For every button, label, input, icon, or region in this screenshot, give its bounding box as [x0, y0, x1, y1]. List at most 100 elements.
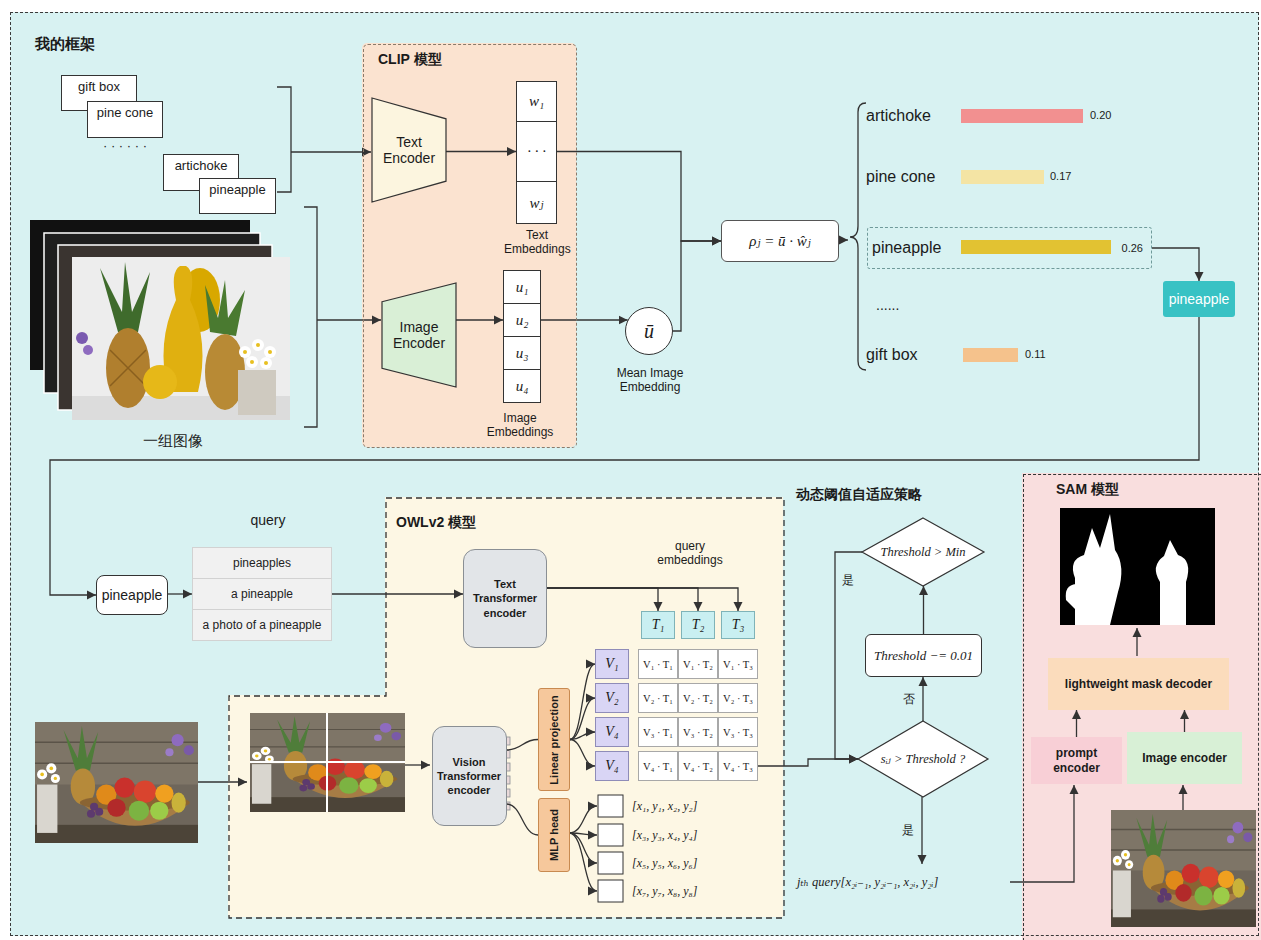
node-text: pine cone: [97, 105, 153, 120]
node-text: V₄ · T₁: [643, 761, 673, 772]
ellipsis: · · · · · ·: [103, 138, 147, 154]
pineapple-still-life-photo: [264, 361, 268, 365]
bracket: [304, 207, 317, 427]
connector: [673, 241, 721, 331]
node-text: Text Encoder: [372, 134, 446, 166]
class-name-box: pineapple: [96, 575, 168, 615]
connector: [507, 804, 539, 835]
node-text: Threshold > Min: [880, 545, 965, 560]
node-text: V₄: [605, 758, 618, 774]
mean-embedding-circle: ū: [625, 307, 673, 355]
decision-diamond: sᵢⱼ > Threshold ?: [858, 721, 988, 797]
similarity-matrix-cell: V₄ · T₂: [678, 751, 718, 781]
node-text: w₁: [529, 93, 544, 110]
class-name: gift box: [866, 345, 918, 364]
pineapple-still-life-photo: [76, 332, 88, 344]
bar-value: 0.17: [1050, 170, 1071, 183]
class-card: pine cone: [87, 101, 163, 138]
node-text: artichoke: [175, 158, 228, 173]
image-encoder: Image Encoder: [382, 283, 456, 387]
branch-label: 否: [901, 691, 917, 708]
node-text: V₄: [605, 724, 618, 740]
image-encoder-block: Image encoder: [1127, 732, 1242, 784]
box-output-slot: [598, 824, 623, 846]
node-text: T₁: [652, 617, 665, 633]
class-name: pine cone: [866, 167, 935, 186]
pineapple-still-life-photo: [239, 346, 251, 358]
text-embedding-cell: w₁: [516, 81, 557, 122]
flow-arrow: [1136, 628, 1137, 656]
image-embedding-cell: u₁: [503, 270, 541, 304]
connector: [570, 732, 595, 740]
pineapple-still-life-photo: [243, 350, 247, 354]
connector: [547, 588, 738, 611]
decision-diamond: Threshold > Min: [862, 518, 984, 586]
node-text: V₃ · T₂: [683, 727, 713, 738]
node-text: ū: [644, 320, 654, 343]
panel-heading: 我的框架: [35, 35, 95, 54]
panel-heading: SAM 模型: [1056, 481, 1119, 499]
mask-decoder: lightweight mask decoder: [1048, 658, 1229, 710]
node-text: u₂: [516, 312, 529, 329]
pineapple-still-life-photo: [72, 257, 290, 420]
flow-arrow: [569, 833, 597, 891]
text-embedding-cell: · · ·: [516, 121, 557, 182]
connector: [835, 552, 862, 759]
box-output-slot: [598, 795, 623, 817]
connector: [570, 698, 595, 740]
pineapple-still-life-photo: [238, 370, 276, 415]
node-text: pineapple: [102, 587, 163, 603]
embedding-caption: query embeddings: [652, 539, 728, 568]
ellipsis: ......: [876, 297, 899, 314]
connector: [50, 317, 1199, 595]
node-text: V₄ · T₂: [683, 761, 713, 772]
connector: [758, 759, 858, 766]
node-text: Image encoder: [1142, 751, 1227, 765]
box-coordinates: [x₁, y₁, x₂, y₂]: [632, 799, 697, 813]
pineapple-still-life-photo: [256, 343, 260, 347]
query-embedding-cell: T₃: [721, 611, 755, 639]
sam-model-panel: SAM 模型lightweight mask decoderprompt enc…: [1023, 474, 1261, 940]
node-text: V₃ · T₃: [723, 727, 753, 738]
embedding-caption: Text Embeddings: [504, 228, 570, 257]
node-text: V₂ · T₂: [683, 693, 713, 704]
connector: [557, 152, 721, 242]
region-grounds: [1022, 473, 1261, 940]
pineapple-still-life-photo: [83, 345, 93, 355]
node-text: Linear projection: [548, 695, 560, 784]
class-card: pineapple: [199, 178, 276, 214]
trapezoid-outline: [382, 283, 456, 387]
mlp-head-block: MLP head: [538, 798, 570, 872]
node-text: u₃: [516, 345, 529, 362]
bracket: [277, 87, 291, 192]
node-text: · · ·: [527, 143, 546, 160]
node-text: Text Transformer encoder: [468, 577, 542, 620]
segmentation-mask: [1073, 514, 1121, 625]
node-text: V₃ · T₁: [643, 727, 673, 738]
query-embedding-cell: T₂: [681, 611, 715, 639]
bar-value: 0.20: [1090, 109, 1111, 122]
node-text: pineapple: [1169, 291, 1230, 307]
embedding-caption: Mean Image Embedding: [608, 366, 692, 395]
bar-value: 0.11: [1025, 348, 1046, 361]
connector: [547, 588, 658, 611]
pineapple-still-life-photo: [100, 262, 150, 332]
node-text: Vision Transformer encoder: [437, 755, 502, 798]
similarity-matrix-cell: V₁ · T₂: [678, 649, 718, 679]
connector: [168, 593, 192, 594]
text-transformer-encoder: Text Transformer encoder: [463, 549, 547, 648]
embedding-caption: Image Embeddings: [484, 411, 556, 440]
patch-split-line: [250, 713, 405, 812]
node-text: V₁: [605, 656, 618, 672]
node-text: u₄: [516, 378, 529, 395]
box-coordinates: [x₃, y₃, x₄, y₄]: [632, 828, 697, 842]
region-embedding-cell: V₄: [595, 751, 629, 781]
flow-arrow: [405, 764, 430, 765]
segmentation-mask: [1156, 540, 1188, 625]
query-cell: pineapples: [192, 547, 332, 579]
node-text: Threshold −= 0.01: [874, 648, 973, 664]
